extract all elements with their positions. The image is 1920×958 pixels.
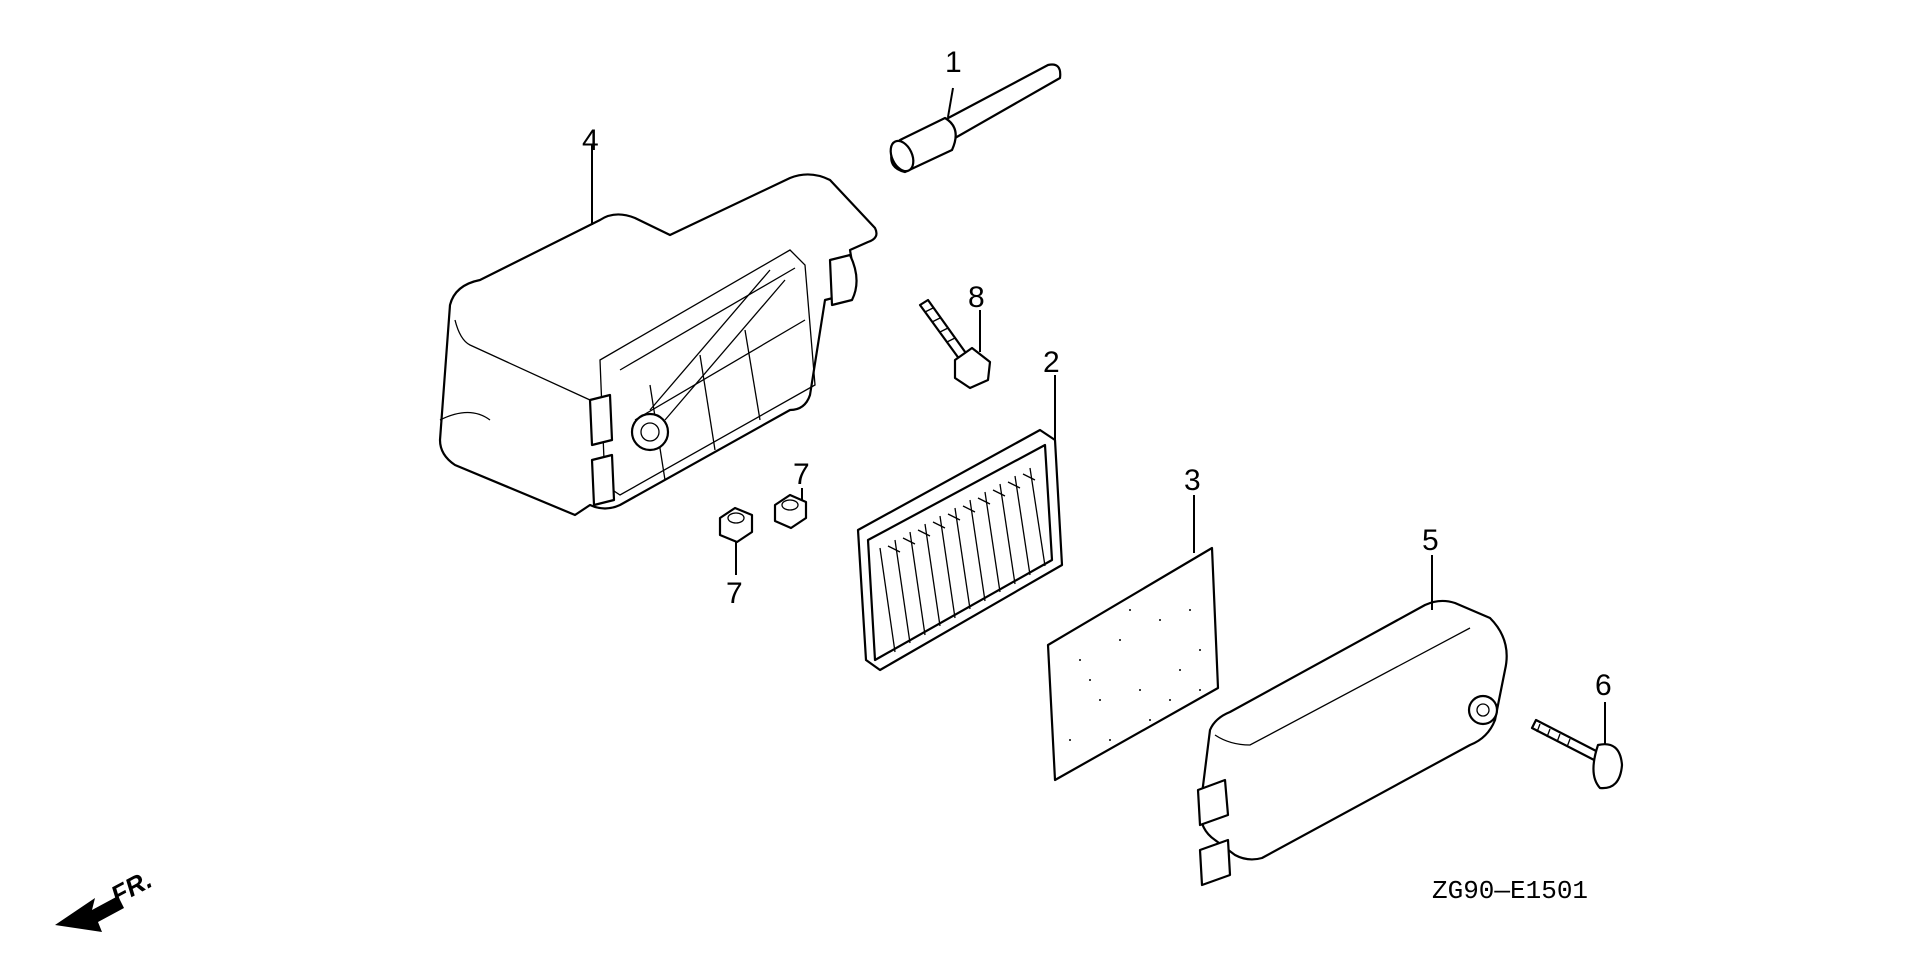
part-8-bolt (918, 298, 992, 390)
callout-2: 2 (1043, 346, 1060, 379)
part-4-air-cleaner-case (438, 145, 878, 517)
callout-8: 8 (968, 281, 985, 314)
callout-7-upper: 7 (793, 458, 810, 491)
front-direction-arrow: FR. (55, 864, 157, 932)
foam-texture (1069, 609, 1201, 741)
part-7-nut-right (773, 488, 808, 530)
callout-5: 5 (1422, 524, 1439, 557)
callout-4: 4 (582, 124, 599, 157)
part-3-foam-element (1046, 495, 1220, 782)
part-6-bolt (1530, 702, 1624, 790)
part-1-tube (889, 63, 1062, 174)
part-7-nut-left (718, 506, 754, 575)
callout-6: 6 (1595, 669, 1612, 702)
part-5-cover (1196, 555, 1508, 887)
callout-3: 3 (1184, 464, 1201, 497)
callout-7-lower: 7 (726, 577, 743, 610)
part-2-paper-filter (856, 375, 1064, 672)
diagram-code: ZG90—E1501 (1432, 876, 1588, 906)
callout-1: 1 (945, 46, 962, 79)
